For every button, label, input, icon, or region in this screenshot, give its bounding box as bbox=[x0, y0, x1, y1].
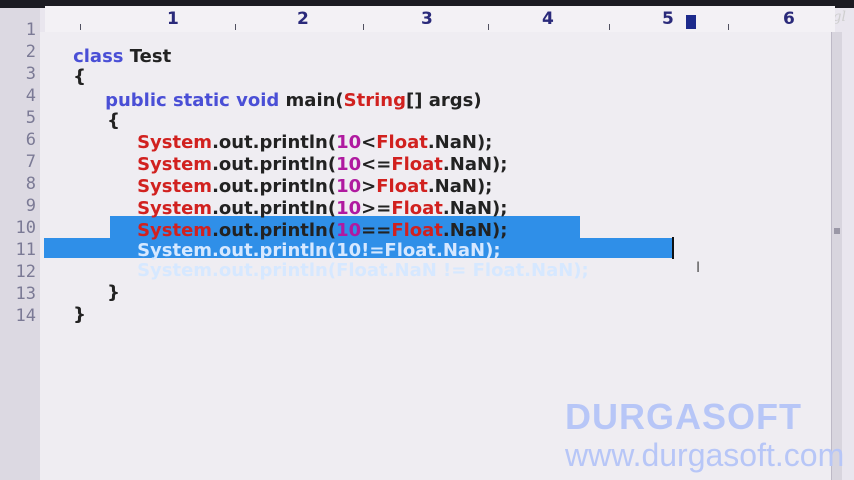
type-system: System bbox=[137, 154, 213, 175]
type-system: System bbox=[137, 220, 213, 241]
code-line[interactable]: System.out.println(10==Float.NaN); bbox=[112, 198, 507, 241]
code-editor[interactable]: class Test { public static void main(Str… bbox=[40, 32, 832, 480]
number-literal: 10 bbox=[336, 198, 362, 219]
code-line[interactable]: class Test bbox=[48, 24, 171, 67]
code-line[interactable]: } bbox=[48, 282, 86, 325]
brace-close: } bbox=[107, 282, 120, 303]
line-number: 2 bbox=[25, 42, 36, 62]
code-line[interactable]: System.out.println(10<=Float.NaN); bbox=[112, 132, 507, 175]
selected-code: System.out.println(10!=Float.NaN); bbox=[137, 240, 501, 261]
type-string: String bbox=[343, 90, 406, 111]
call-println: .out.println( bbox=[212, 220, 337, 241]
ruler-number: 2 bbox=[297, 9, 309, 29]
line-number: 11 bbox=[15, 240, 36, 260]
number-literal: 10 bbox=[336, 154, 362, 175]
ruler-margin-marker[interactable] bbox=[686, 15, 696, 29]
selection-highlight bbox=[110, 216, 580, 238]
text-cursor-icon: Ⅰ bbox=[696, 260, 701, 276]
nan-ref: .NaN); bbox=[427, 132, 493, 153]
line-number: 5 bbox=[25, 108, 36, 128]
line-number: 6 bbox=[25, 130, 36, 150]
line-number: 13 bbox=[15, 284, 36, 304]
type-float: Float bbox=[376, 176, 428, 197]
type-float: Float bbox=[391, 220, 443, 241]
operator: >= bbox=[361, 198, 392, 219]
number-literal: 10 bbox=[336, 176, 362, 197]
code-line[interactable]: System.out.println(10>Float.NaN); bbox=[112, 154, 492, 197]
ruler-number: 1 bbox=[167, 9, 179, 29]
ruler-number: 6 bbox=[783, 9, 795, 29]
method-name: main( bbox=[279, 90, 344, 111]
line-number: 10 bbox=[15, 218, 36, 238]
code-line-selected[interactable]: System.out.println(Float.NaN != Float.Na… bbox=[112, 238, 589, 281]
type-float: Float bbox=[391, 154, 443, 175]
number-literal: 10 bbox=[336, 132, 362, 153]
nan-ref: .NaN); bbox=[442, 220, 508, 241]
line-number: 4 bbox=[25, 86, 36, 106]
selection-highlight bbox=[44, 238, 672, 258]
line-number: 12 bbox=[15, 262, 36, 282]
vertical-scrollbar[interactable] bbox=[831, 32, 842, 480]
scroll-marker bbox=[834, 228, 840, 234]
type-system: System bbox=[137, 198, 213, 219]
ruler-number: 5 bbox=[662, 9, 674, 29]
brace-open: { bbox=[107, 110, 120, 131]
watermark-url: www.durgasoft.com bbox=[565, 437, 845, 473]
code-line[interactable]: { bbox=[48, 44, 86, 87]
type-system: System bbox=[137, 132, 213, 153]
line-number-gutter: 1 2 3 4 5 6 7 8 9 10 11 12 13 14 bbox=[0, 8, 40, 480]
code-line[interactable]: System.out.println(10>=Float.NaN); bbox=[112, 176, 507, 219]
operator: == bbox=[361, 220, 392, 241]
code-line-selected[interactable]: System.out.println(10!=Float.NaN); bbox=[112, 218, 500, 261]
code-line[interactable]: { bbox=[82, 88, 120, 131]
selected-code: System.out.println(Float.NaN != Float.Na… bbox=[137, 260, 589, 281]
type-float: Float bbox=[391, 198, 443, 219]
type-float: Float bbox=[376, 132, 428, 153]
call-println: .out.println( bbox=[212, 176, 337, 197]
ruler-number: 3 bbox=[421, 9, 433, 29]
call-println: .out.println( bbox=[212, 154, 337, 175]
call-println: .out.println( bbox=[212, 198, 337, 219]
code-line[interactable]: System.out.println(10<Float.NaN); bbox=[112, 110, 492, 153]
keyword-class: class bbox=[73, 46, 124, 67]
operator: < bbox=[361, 132, 377, 153]
text-caret bbox=[672, 237, 674, 259]
method-params: [] args) bbox=[406, 90, 482, 111]
ruler-number: 4 bbox=[542, 9, 554, 29]
window-top-bar bbox=[0, 0, 854, 8]
number-literal: 10 bbox=[336, 220, 362, 241]
call-println: .out.println( bbox=[212, 132, 337, 153]
method-modifiers: public static void bbox=[105, 90, 280, 111]
watermark-brand: DURGASOFT bbox=[565, 396, 802, 437]
operator: <= bbox=[361, 154, 392, 175]
type-system: System bbox=[137, 176, 213, 197]
line-number: 3 bbox=[25, 64, 36, 84]
line-number: 9 bbox=[25, 196, 36, 216]
class-name: Test bbox=[123, 46, 172, 67]
brace-open: { bbox=[73, 66, 86, 87]
code-line[interactable]: public static void main(String[] args) bbox=[80, 68, 482, 111]
brace-close: } bbox=[73, 304, 86, 325]
line-number: 7 bbox=[25, 152, 36, 172]
nan-ref: .NaN); bbox=[442, 198, 508, 219]
nan-ref: .NaN); bbox=[427, 176, 493, 197]
line-number: 8 bbox=[25, 174, 36, 194]
operator: > bbox=[361, 176, 377, 197]
line-number: 14 bbox=[15, 306, 36, 326]
nan-ref: .NaN); bbox=[442, 154, 508, 175]
line-number: 1 bbox=[25, 20, 36, 40]
code-line[interactable]: } bbox=[82, 260, 120, 303]
